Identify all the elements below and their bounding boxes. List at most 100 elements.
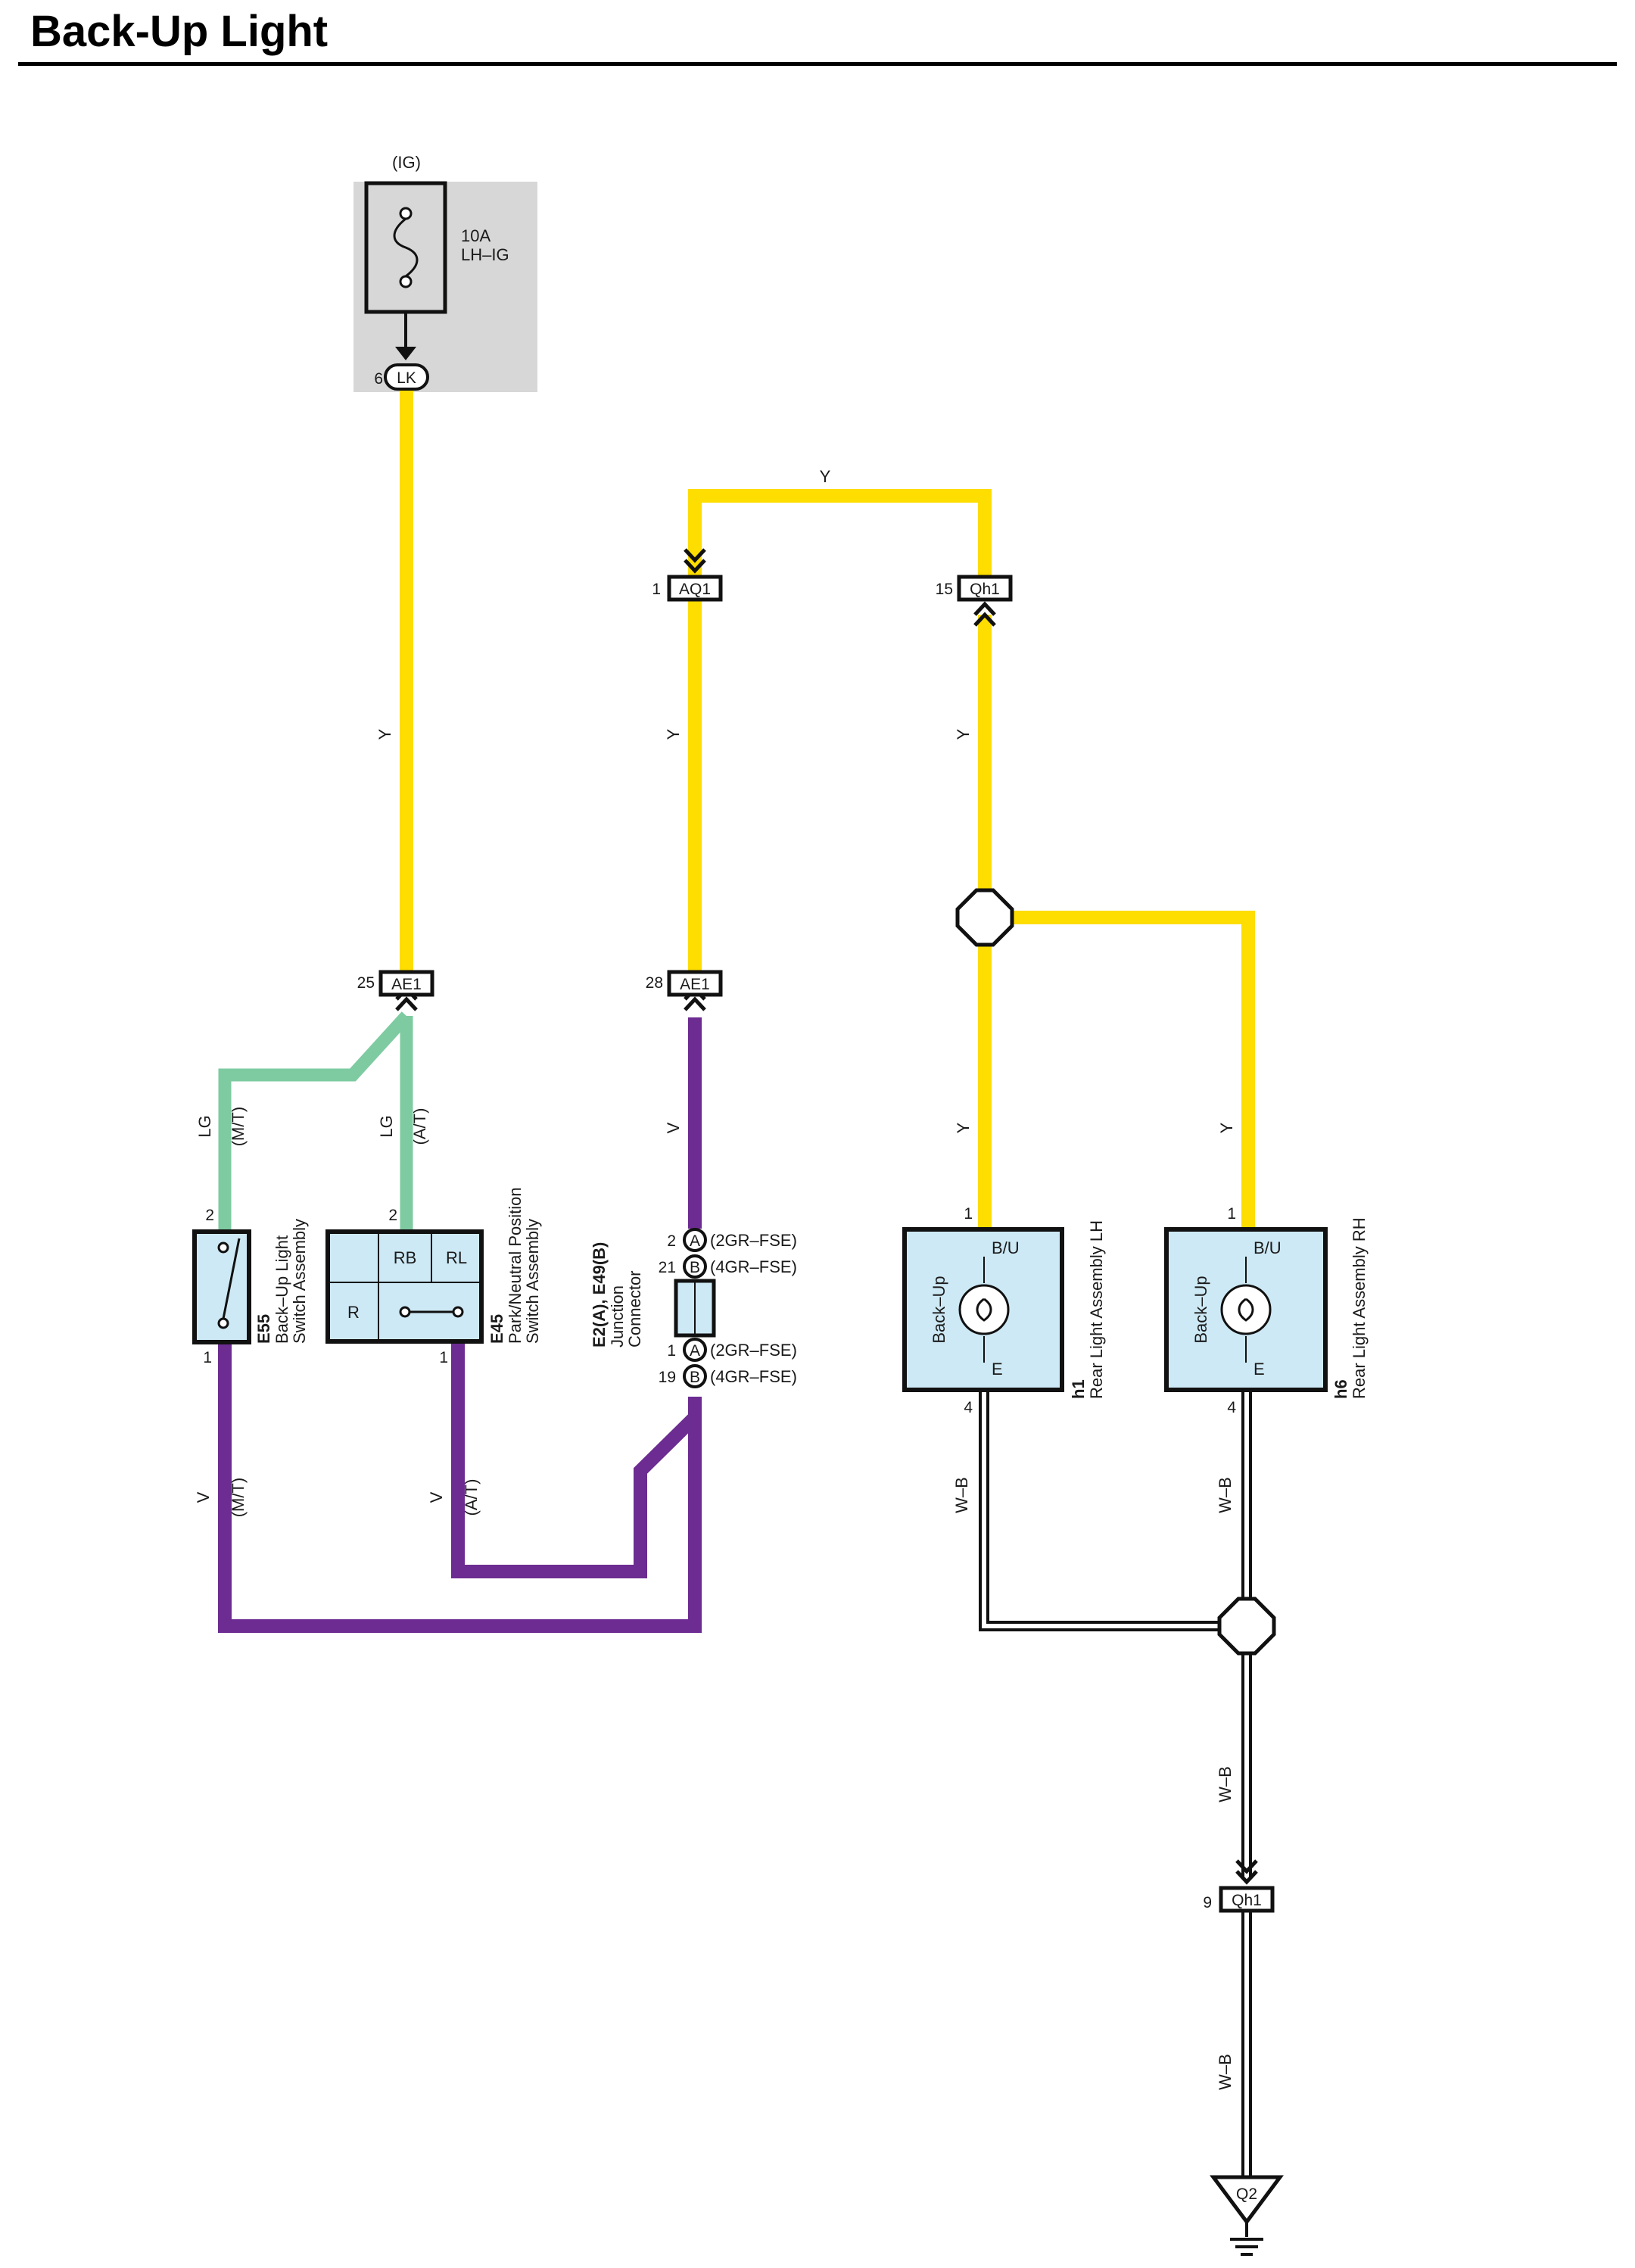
e45-contact [452, 1306, 464, 1318]
wire-label-v: V [194, 1491, 213, 1503]
e55-contact-bottom [217, 1317, 229, 1329]
junction-pin-19b: B 19 (4GR–FSE) [659, 1364, 797, 1388]
wire-label-mt: (M/T) [229, 1478, 248, 1518]
svg-text:A: A [690, 1232, 700, 1250]
junction-pin-2a: A 2 (2GR–FSE) [667, 1228, 797, 1252]
e55-name: Back–Up Light [272, 1235, 291, 1344]
ae1-right-label: AE1 [680, 976, 710, 993]
ground-label: Q2 [1236, 2185, 1257, 2203]
fuse-name: LH–IG [461, 245, 509, 264]
wire-v-mt [218, 1340, 702, 1633]
e45-pin-top: 2 [388, 1207, 397, 1224]
e55-name: Switch Assembly [290, 1219, 309, 1344]
splice-point-yellow [955, 888, 1014, 947]
wire-label-at: (A/T) [410, 1108, 429, 1145]
wire-label-wb: W–B [1216, 1766, 1235, 1802]
page-title: Back-Up Light [30, 7, 329, 56]
wire-label-y: Y [664, 728, 683, 740]
wire-label-y: Y [954, 1122, 973, 1133]
wire-lg-mt [218, 1011, 412, 1235]
junction-name: Connector [625, 1270, 644, 1347]
h1-pin-bottom: 4 [964, 1399, 973, 1416]
wire-label-y: Y [1217, 1122, 1236, 1133]
svg-text:(2GR–FSE): (2GR–FSE) [710, 1341, 797, 1360]
wire-label-wb: W–B [1216, 1477, 1235, 1513]
wire-y-splice-h6 [985, 911, 1255, 1234]
junction-code: E2(A), E49(B) [590, 1242, 609, 1347]
qh1-bottom-pin: 9 [1203, 1894, 1212, 1911]
green-wires [218, 1011, 413, 1235]
e45-code: E45 [487, 1314, 506, 1344]
h1-term-e: E [992, 1360, 1003, 1379]
svg-text:B: B [690, 1369, 700, 1386]
ground-icon [1210, 2175, 1284, 2226]
chevron-down-icon [684, 548, 706, 574]
fuse-rating: 10A [461, 226, 490, 245]
fuse-terminal-top [399, 207, 413, 220]
aq1-label: AQ1 [679, 581, 711, 598]
fuse-element [393, 217, 419, 278]
h1-bulb-label: Back–Up [930, 1276, 948, 1343]
wire-wb-h1-outer [979, 1391, 1241, 1631]
e45-term-r: R [347, 1303, 360, 1322]
ae1-left-connector [378, 970, 434, 997]
h1-code: h1 [1069, 1379, 1088, 1399]
svg-text:A: A [690, 1342, 700, 1360]
wire-label-lg: LG [377, 1115, 396, 1137]
h6-filament [1238, 1298, 1254, 1322]
fuse-terminal-bottom [399, 275, 413, 288]
h6-term-e: E [1254, 1360, 1265, 1379]
wire-label-v: V [664, 1122, 683, 1133]
e45-name: Park/Neutral Position [506, 1187, 525, 1344]
fuse-supply-label: (IG) [392, 153, 421, 172]
svg-text:B: B [690, 1259, 700, 1276]
wire-label-v: V [427, 1491, 446, 1503]
bulb-icon [1220, 1284, 1272, 1335]
qh1-bottom-label: Qh1 [1232, 1892, 1262, 1909]
fuse-connector-label: LK [397, 369, 416, 387]
qh1-bottom-connector [1219, 1886, 1275, 1913]
svg-text:1: 1 [667, 1342, 676, 1360]
h6-bulb-label: Back–Up [1191, 1276, 1210, 1343]
qh1-top-pin: 15 [936, 581, 953, 598]
svg-text:21: 21 [659, 1259, 676, 1276]
violet-wires [218, 1017, 702, 1633]
fuse-arrow [395, 347, 416, 360]
e45-term-rb: RB [394, 1248, 417, 1267]
h1-term-bu: B/U [992, 1238, 1020, 1257]
chevron-up-icon [973, 601, 996, 627]
svg-text:19: 19 [659, 1369, 676, 1386]
qh1-top-label: Qh1 [970, 581, 1000, 598]
e55-pin-bottom: 1 [203, 1349, 212, 1366]
svg-text:(4GR–FSE): (4GR–FSE) [710, 1257, 797, 1276]
ground-wires [979, 1391, 1252, 2176]
e55-code: E55 [254, 1314, 273, 1344]
wire-label-mt: (M/T) [229, 1107, 248, 1147]
bulb-icon [958, 1284, 1010, 1335]
ae1-left-label: AE1 [391, 976, 422, 993]
e45-contact [399, 1306, 411, 1318]
h6-pin-top: 1 [1227, 1205, 1236, 1223]
wire-v-at [451, 1340, 700, 1578]
fuse-pin: 6 [374, 370, 383, 388]
h6-name: Rear Light Assembly RH [1350, 1217, 1369, 1399]
junction-pin-1a: A 1 (2GR–FSE) [667, 1338, 797, 1362]
wire-label-wb: W–B [1216, 2054, 1235, 2090]
e45-term-rl: RL [446, 1248, 467, 1267]
splice-point-ground [1217, 1597, 1276, 1656]
svg-text:(2GR–FSE): (2GR–FSE) [710, 1231, 797, 1250]
qh1-top-connector [957, 575, 1013, 602]
h6-term-bu: B/U [1254, 1238, 1282, 1257]
ae1-right-connector [667, 970, 723, 997]
e45-switch [325, 1229, 484, 1344]
wire-label-wb: W–B [952, 1477, 971, 1513]
yellow-wires [400, 391, 1255, 1234]
wire-label-y: Y [954, 728, 973, 740]
fuse-connector [384, 363, 429, 391]
h6-code: h6 [1331, 1379, 1350, 1399]
h6-pin-bottom: 4 [1227, 1399, 1236, 1416]
aq1-pin: 1 [652, 581, 661, 598]
junction-pin-21b: B 21 (4GR–FSE) [659, 1254, 797, 1279]
svg-text:2: 2 [667, 1232, 676, 1250]
